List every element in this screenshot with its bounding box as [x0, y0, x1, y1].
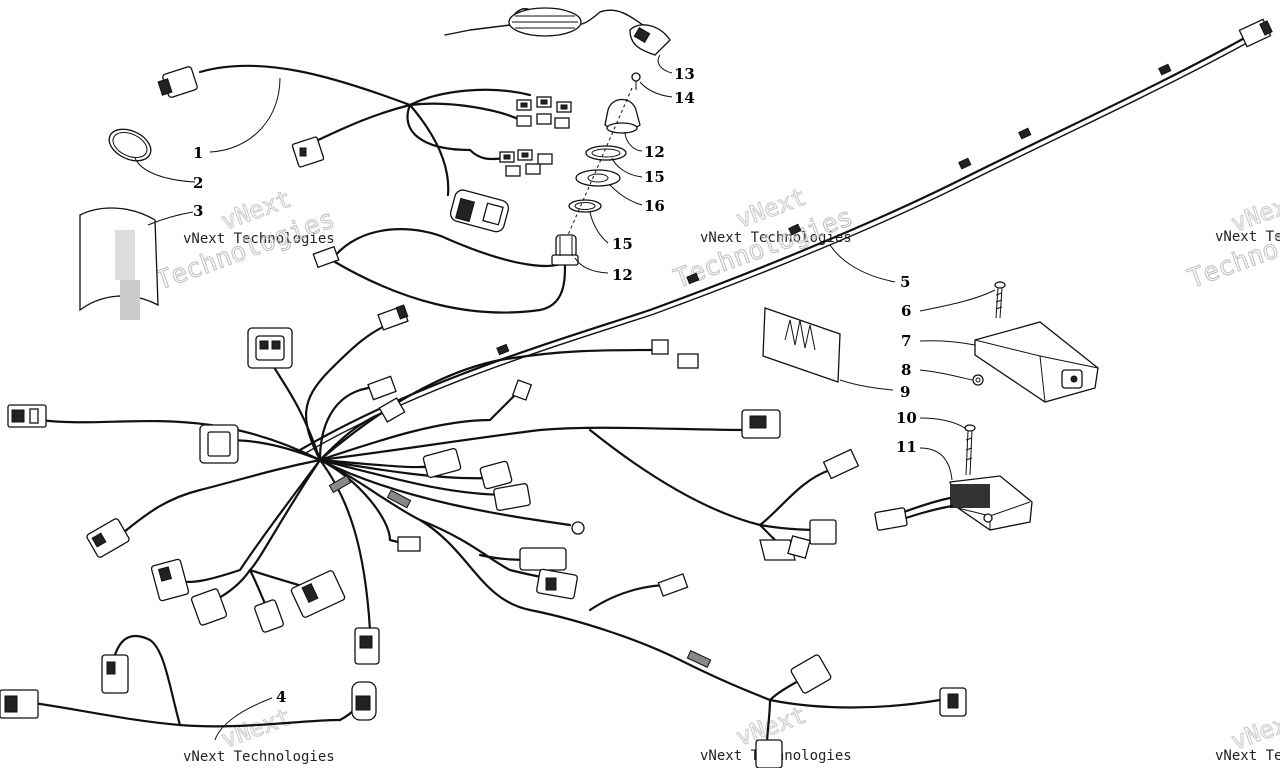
connector-small [291, 136, 325, 168]
callout-2: 2 [193, 174, 203, 192]
callout-5: 5 [900, 273, 910, 291]
callout-11: 11 [896, 438, 917, 456]
sub-harness-top [157, 64, 572, 314]
end-connector [1238, 18, 1273, 48]
ring-part [108, 128, 152, 162]
terminal-cluster-lower [499, 149, 553, 177]
connector-mid-left [199, 424, 239, 464]
terminal-cluster-upper [516, 96, 572, 129]
screw-part6 [994, 281, 1006, 319]
callout-16: 16 [644, 197, 665, 215]
connector-cluster-bottom [150, 558, 346, 633]
callout-4: 4 [276, 688, 286, 706]
screw-part10 [964, 424, 976, 476]
connector-left [157, 66, 198, 98]
watermark-small-text: vNext Technologies [1215, 229, 1280, 245]
callout-3: 3 [193, 202, 203, 220]
connector-small-series [367, 304, 781, 439]
switch-parts [551, 87, 641, 266]
module-box-part7 [974, 321, 1099, 403]
callout-labels: 1 2 3 4 5 6 7 8 9 10 11 12 12 13 14 15 1… [193, 65, 917, 706]
watermark-1: vNext vNext Technologies Technologies [152, 184, 340, 297]
callout-15-upper: 15 [644, 168, 665, 186]
regulator-part11 [874, 475, 1033, 531]
round-connector [449, 189, 510, 233]
callout-14: 14 [674, 89, 695, 107]
callout-8: 8 [901, 361, 911, 379]
connector-multi-pin-top [247, 327, 293, 369]
watermark-v-text: vNext [217, 703, 294, 754]
label-part9 [762, 307, 841, 383]
watermark-small-text: vNext Technologies [183, 749, 335, 765]
connector-far-left [7, 404, 47, 428]
leader-lines [134, 54, 996, 741]
lower-harness-connectors [0, 304, 967, 768]
callout-15-lower: 15 [612, 235, 633, 253]
connector-left-lower [86, 518, 130, 558]
main-harness-lower [8, 320, 942, 762]
callout-10: 10 [896, 409, 917, 427]
callout-12-lower: 12 [612, 266, 633, 284]
callout-6: 6 [901, 302, 911, 320]
callout-1: 1 [193, 144, 203, 162]
watermark-6: vNext vNext Technologies [1215, 704, 1280, 764]
harness-clips [496, 63, 1172, 356]
watermark-small-text: vNext Technologies [700, 230, 852, 246]
watermark-4: vNext vNext Technologies [183, 702, 335, 765]
callout-13: 13 [674, 65, 695, 83]
sleeve-part [79, 207, 159, 320]
watermark-3: vNext vNext Technologies Technologies [1184, 186, 1280, 295]
main-harness-long [298, 18, 1273, 455]
connector-small-2 [312, 245, 340, 269]
connector-bottom-right [755, 654, 967, 768]
watermark-small-text: vNext Technologies [1215, 748, 1280, 764]
callout-7: 7 [901, 332, 911, 350]
nut-part8 [972, 374, 984, 386]
callout-9: 9 [900, 383, 910, 401]
connector-center-cluster [397, 447, 689, 600]
watermark-small-text: vNext Technologies [183, 231, 335, 247]
connector-right-cluster [759, 448, 860, 561]
tether-switch [444, 7, 671, 90]
callout-12-upper: 12 [644, 143, 665, 161]
connector-lower-left [0, 627, 380, 721]
